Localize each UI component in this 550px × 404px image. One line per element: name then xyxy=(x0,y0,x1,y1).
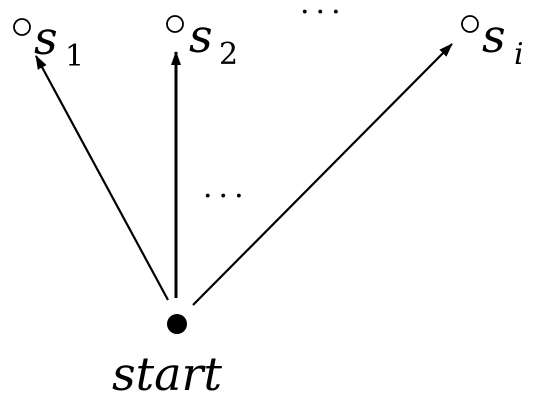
state-subscript-s2: 2 xyxy=(219,37,238,72)
state-node-s1 xyxy=(13,18,31,36)
state-subscript-si: i xyxy=(514,37,524,72)
state-node-s2 xyxy=(166,15,184,33)
top-ellipsis: ··· xyxy=(300,0,347,30)
state-label-s1: s xyxy=(34,11,58,65)
state-label-si: s xyxy=(482,9,506,63)
start-label: start xyxy=(112,347,223,401)
arrow-start-to-si xyxy=(192,43,453,306)
state-subscript-s1: 1 xyxy=(65,39,84,74)
start-node xyxy=(167,314,187,334)
arrow-start-to-s1 xyxy=(35,55,169,301)
state-label-s2: s xyxy=(189,9,213,63)
state-node-si xyxy=(461,15,479,33)
middle-ellipsis: ··· xyxy=(203,179,250,214)
